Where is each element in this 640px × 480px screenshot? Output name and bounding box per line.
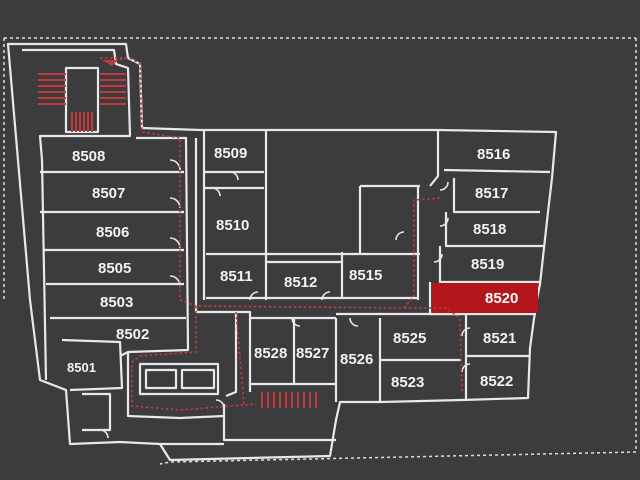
room-label-8511: 8511 bbox=[220, 268, 253, 285]
room-label-8528: 8528 bbox=[254, 345, 287, 362]
map-border bbox=[3, 37, 637, 465]
room-label-8501: 8501 bbox=[67, 360, 96, 375]
room-label-8508: 8508 bbox=[72, 148, 105, 165]
room-label-8510: 8510 bbox=[216, 217, 249, 234]
room-label-8507: 8507 bbox=[92, 185, 125, 202]
room-label-8509: 8509 bbox=[214, 145, 247, 162]
room-label-8521: 8521 bbox=[483, 330, 516, 347]
room-label-8502: 8502 bbox=[116, 326, 149, 343]
room-label-8526: 8526 bbox=[340, 351, 373, 368]
room-label-8515: 8515 bbox=[349, 267, 382, 284]
room-label-8525: 8525 bbox=[393, 330, 426, 347]
room-labels: 8508 8507 8506 8505 8503 8502 8501 8509 … bbox=[67, 145, 518, 391]
room-label-8518: 8518 bbox=[473, 221, 506, 238]
highlighted-room-8520-fill bbox=[432, 283, 538, 313]
room-label-8527: 8527 bbox=[296, 345, 329, 362]
building-walls bbox=[6, 42, 558, 462]
room-label-8519: 8519 bbox=[471, 256, 504, 273]
room-label-8520: 8520 bbox=[485, 290, 518, 307]
room-label-8517: 8517 bbox=[475, 185, 508, 202]
room-label-8506: 8506 bbox=[96, 224, 129, 241]
direction-arrow-icon bbox=[102, 60, 118, 66]
stair-hatching bbox=[38, 73, 317, 408]
room-label-8523: 8523 bbox=[391, 374, 424, 391]
route-dotted-lines bbox=[100, 57, 463, 411]
room-label-8505: 8505 bbox=[98, 260, 131, 277]
room-label-8503: 8503 bbox=[100, 294, 133, 311]
room-label-8516: 8516 bbox=[477, 146, 510, 163]
room-label-8522: 8522 bbox=[480, 373, 513, 390]
room-label-8512: 8512 bbox=[284, 274, 317, 291]
